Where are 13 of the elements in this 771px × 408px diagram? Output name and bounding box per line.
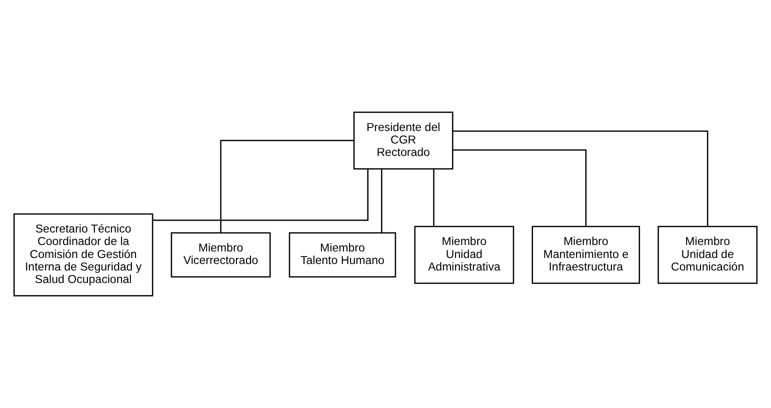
node-box: Miembro Unidad de Comunicación: [658, 226, 758, 284]
node-box: Miembro Unidad Administrativa: [414, 226, 514, 284]
node-box: Miembro Talento Humano: [288, 232, 396, 278]
node-box: Presidente del CGR Rectorado: [353, 112, 454, 170]
connector: [381, 169, 382, 233]
connector: [220, 140, 354, 233]
connector: [452, 130, 708, 226]
node-box: Secretario Técnico Coordinador de la Comisión de Gestión Interna de Seguridad y Salud Ocupacional: [13, 213, 154, 296]
node-box: Miembro Vicerrectorado: [170, 232, 271, 278]
connector: [152, 168, 368, 221]
node-box: Miembro Mantenimiento e Infraestructura: [532, 226, 640, 284]
connector: [433, 169, 434, 226]
connector: [452, 149, 587, 226]
